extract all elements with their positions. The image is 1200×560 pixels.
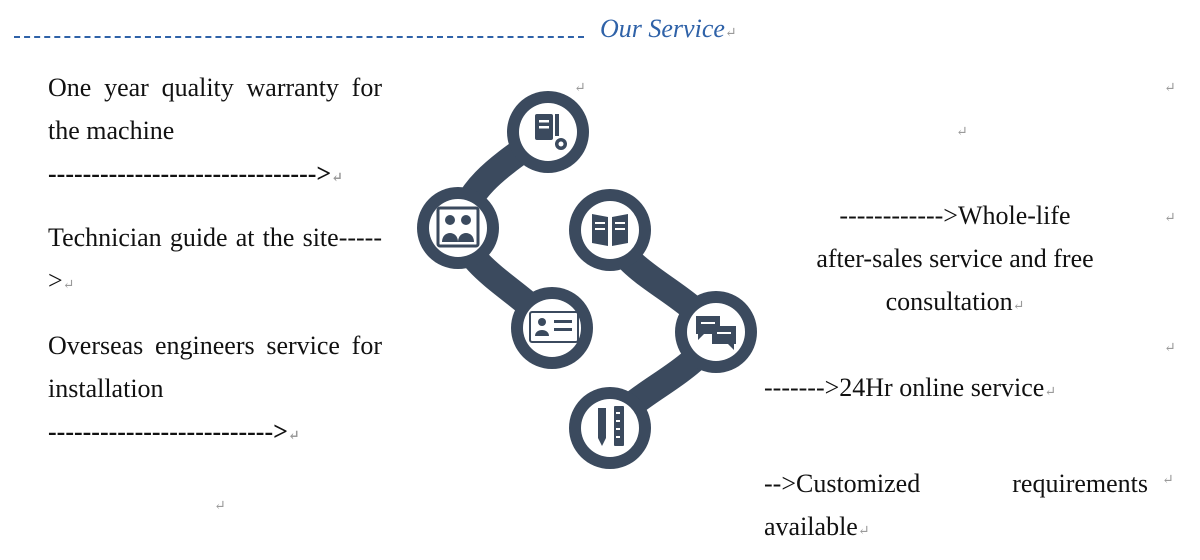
installation-arrow: -------------------------->↵ xyxy=(48,410,382,458)
warranty-arrow-text: -------------------------------> xyxy=(48,159,332,188)
section-heading: Our Service↵ xyxy=(600,14,737,44)
after-sales-line-3: consultation↵ xyxy=(760,280,1150,328)
paragraph-mark-icon: ↵ xyxy=(62,278,75,293)
connector-curves xyxy=(447,119,728,441)
customized-text: -->Customized requirements available xyxy=(764,469,1148,541)
paragraph-mark-icon: ↵ xyxy=(1162,473,1174,488)
warranty-text: One year quality warranty for the machin… xyxy=(48,73,382,145)
people-icon xyxy=(436,206,480,248)
paragraph-mark-icon: ↵ xyxy=(1164,81,1176,96)
paragraph-mark-icon: ↵ xyxy=(1164,211,1176,226)
installation-text: Overseas engineers service for installat… xyxy=(48,331,382,403)
paragraph-mark-icon: ↵ xyxy=(287,429,300,444)
book-icon xyxy=(592,214,628,246)
paragraph-mark-icon: ↵ xyxy=(1164,341,1176,356)
paragraph-mark-icon: ↵ xyxy=(857,524,870,539)
warranty-arrow: ------------------------------->↵ xyxy=(48,152,382,200)
paragraph-mark-icon: ↵ xyxy=(1012,299,1025,314)
service-node xyxy=(507,91,589,173)
tools-icon xyxy=(598,406,624,446)
paragraph-mark-icon: ↵ xyxy=(956,125,968,140)
service-installation: Overseas engineers service for installat… xyxy=(48,324,382,458)
online-text: ------->24Hr online service xyxy=(764,373,1045,402)
service-customized: -->Customized requirements available↵ xyxy=(764,462,1148,553)
paragraph-mark-icon: ↵ xyxy=(1044,385,1057,400)
paragraph-mark-icon: ↵ xyxy=(214,499,226,514)
service-technician: Technician guide at the site----->↵ xyxy=(48,216,382,307)
service-node xyxy=(511,287,593,369)
heading-text: Our Service xyxy=(600,14,725,43)
service-after-sales: ------------>Whole-life after-sales serv… xyxy=(760,194,1150,328)
heading-dashed-rule xyxy=(14,36,584,38)
paragraph-mark-icon: ↵ xyxy=(724,26,737,41)
paragraph-mark-icon: ↵ xyxy=(331,171,343,186)
document-disc-icon xyxy=(535,114,567,150)
paragraph-mark-icon: ↵ xyxy=(574,81,586,96)
technician-text: Technician guide at the site-----> xyxy=(48,223,382,295)
installation-arrow-text: --------------------------> xyxy=(48,417,288,446)
service-warranty: One year quality warranty for the machin… xyxy=(48,66,382,200)
service-node xyxy=(569,189,651,271)
service-node xyxy=(417,187,499,269)
service-graphic xyxy=(417,91,757,469)
after-sales-line-1: ------------>Whole-life xyxy=(839,201,1071,230)
service-node xyxy=(675,291,757,373)
after-sales-line-3-text: consultation xyxy=(885,287,1013,316)
service-node xyxy=(569,387,651,469)
chat-bubbles-icon xyxy=(696,316,736,350)
service-online: ------->24Hr online service↵ xyxy=(764,366,1154,414)
id-card-icon xyxy=(529,311,579,343)
after-sales-line-2: after-sales service and free xyxy=(816,244,1094,273)
